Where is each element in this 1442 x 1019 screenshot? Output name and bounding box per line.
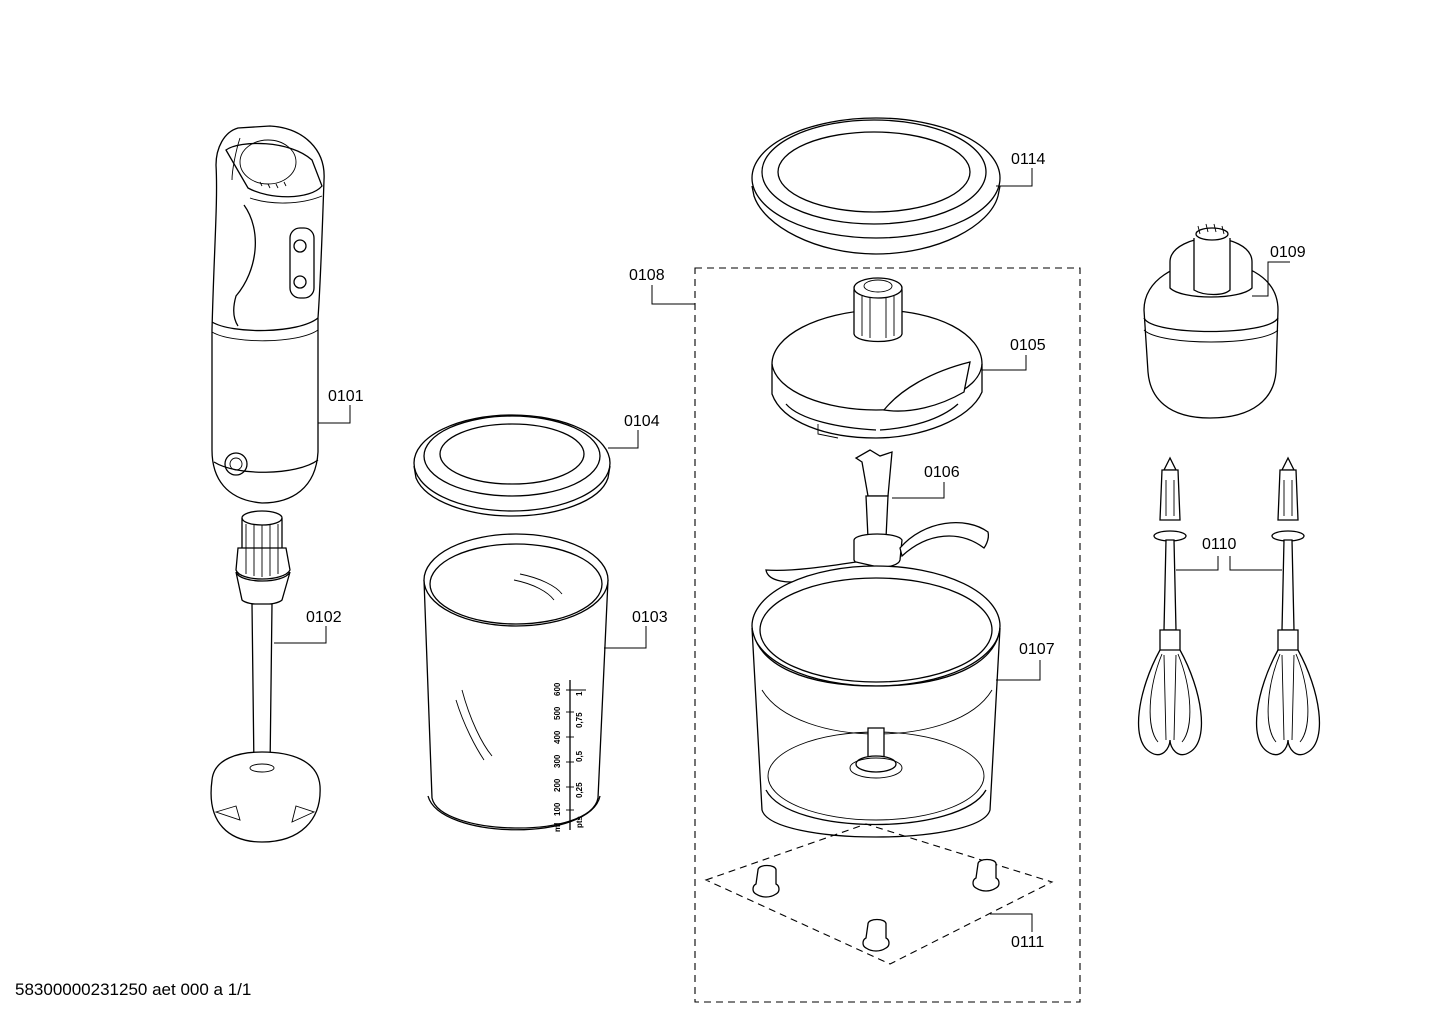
measuring-beaker-part: 600 500 400 300 200 100 ml 1 0,75 0,5 0,… [423, 533, 609, 832]
whisk-left-part [1137, 456, 1203, 756]
svg-text:200: 200 [553, 778, 562, 792]
svg-text:400: 400 [553, 730, 562, 744]
callout-0105: 0105 [1010, 337, 1046, 354]
beaker-lid-part [413, 414, 611, 517]
motor-handle-part [211, 125, 325, 504]
svg-text:0,75: 0,75 [575, 712, 584, 728]
svg-text:300: 300 [553, 754, 562, 768]
callout-0102: 0102 [306, 609, 342, 626]
callout-0107: 0107 [1019, 641, 1055, 658]
whisk-gearbox-part [1143, 223, 1279, 419]
beaker-scale-ticks [566, 689, 586, 811]
chopper-gear-cover-part [771, 277, 983, 439]
svg-text:500: 500 [553, 706, 562, 720]
svg-text:0,5: 0,5 [575, 750, 584, 762]
callout-0104: 0104 [624, 413, 660, 430]
chopper-lid-part [751, 117, 1001, 255]
svg-text:600: 600 [553, 682, 562, 696]
leader-lines [274, 168, 1290, 932]
document-id: 58300000231250 aet 000 a 1/1 [15, 980, 252, 999]
callout-0111: 0111 [1011, 934, 1044, 951]
beaker-pts-labels: 1 0,75 0,5 0,25 pts [575, 691, 584, 828]
beaker-ml-labels: 600 500 400 300 200 100 ml [553, 682, 562, 832]
svg-text:0,25: 0,25 [575, 782, 584, 798]
callout-0110: 0110 [1202, 536, 1237, 553]
callout-0106: 0106 [924, 464, 960, 481]
callout-0109: 0109 [1270, 244, 1306, 261]
blender-shaft-part [210, 510, 321, 843]
svg-text:1: 1 [575, 691, 584, 696]
svg-text:100: 100 [553, 802, 562, 816]
non-slip-base-part [704, 823, 1054, 965]
callout-0114: 0114 [1011, 151, 1046, 168]
svg-text:pts: pts [575, 815, 584, 828]
chopper-assembly-boundary [694, 267, 1081, 1003]
callout-0103: 0103 [632, 609, 668, 626]
whisk-right-part [1255, 456, 1321, 756]
callout-0108: 0108 [629, 267, 665, 284]
chopper-bowl-part [751, 565, 1001, 838]
svg-text:ml: ml [553, 823, 562, 832]
callout-0101: 0101 [328, 388, 364, 405]
